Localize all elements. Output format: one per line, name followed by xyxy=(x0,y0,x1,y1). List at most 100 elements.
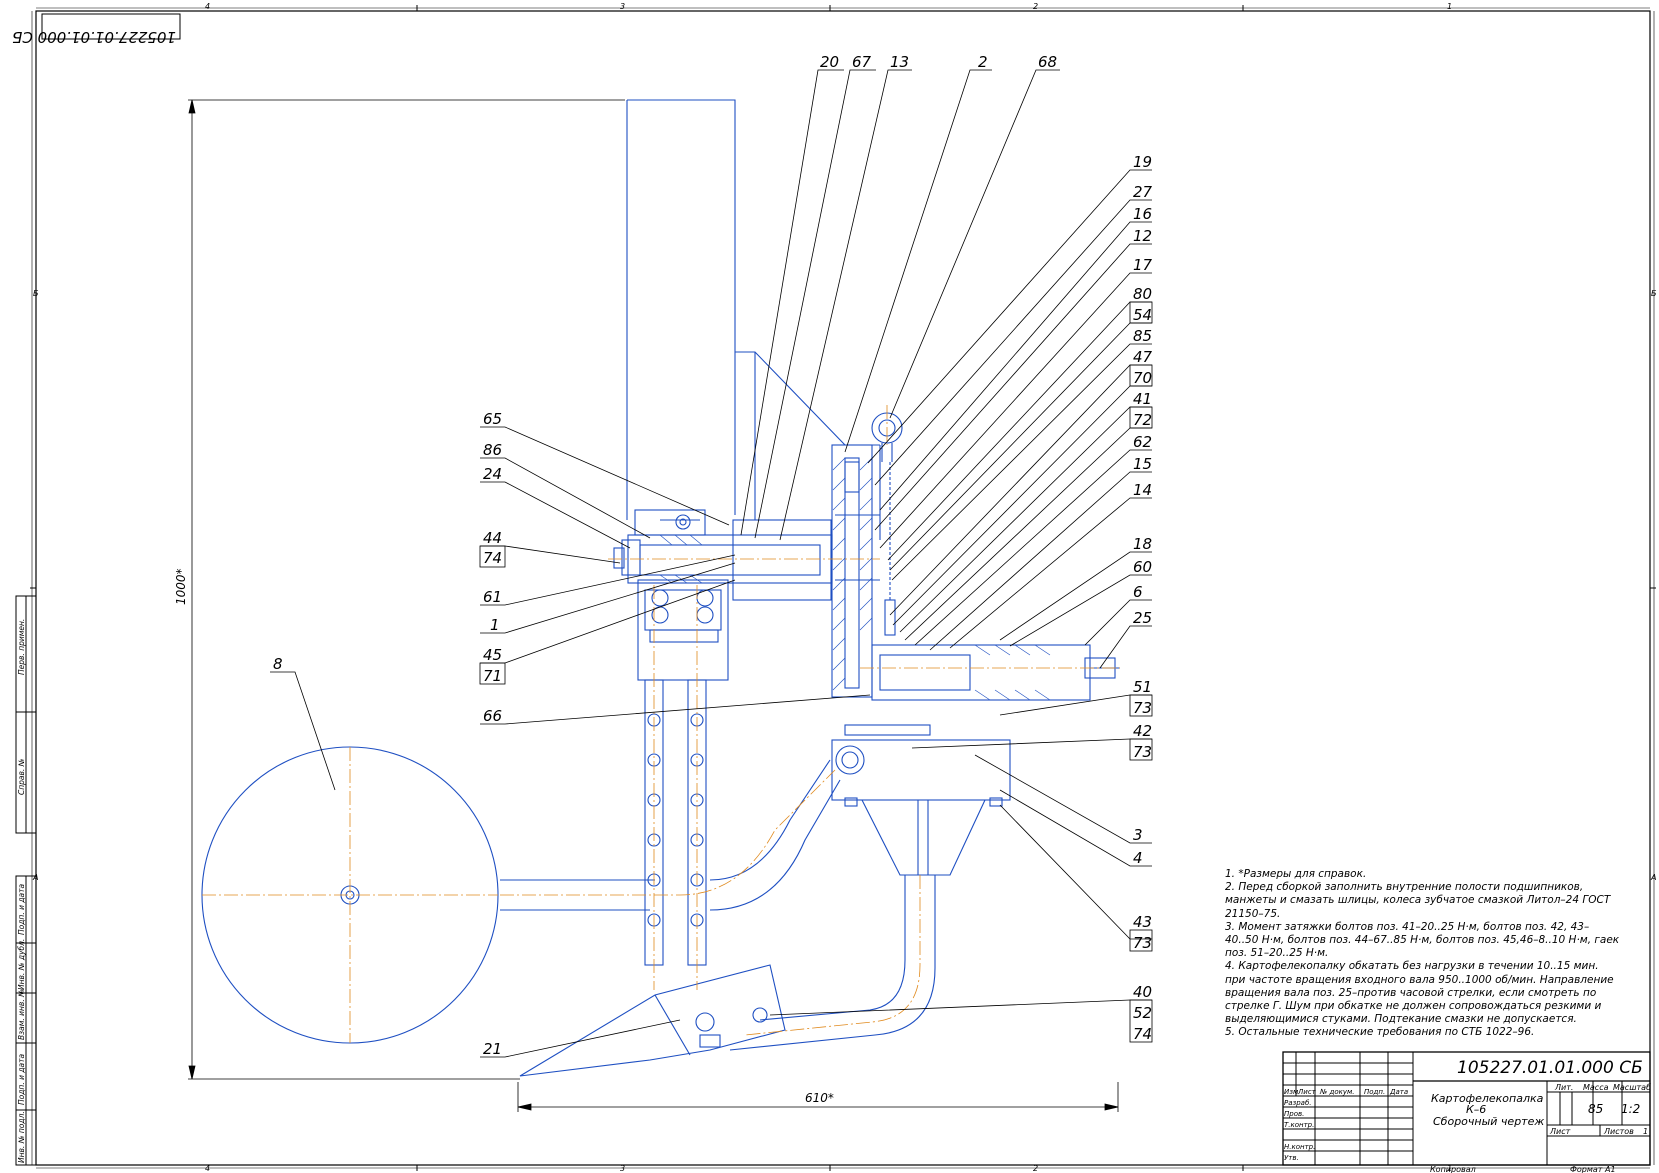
callout-21: 21 xyxy=(483,1040,502,1058)
title-scale-value: 1:2 xyxy=(1621,1102,1640,1116)
zone-bottom-1: 1 xyxy=(1447,1164,1452,1173)
title-role-utv: Утв. xyxy=(1284,1154,1299,1162)
callout-8: 8 xyxy=(273,655,283,673)
note-4: 4. Картофелекопалку обкатать без нагрузк… xyxy=(1225,960,1614,1026)
title-col-doc: № докум. xyxy=(1319,1088,1355,1096)
note-3: 3. Момент затяжки болтов поз. 41–20..25 … xyxy=(1225,920,1620,960)
side-strip-label: Подп. и дата xyxy=(17,1054,26,1105)
callout-6: 6 xyxy=(1133,583,1143,601)
zone-side-left-b: Б xyxy=(33,289,39,298)
zone-top-4: 4 xyxy=(205,2,210,11)
callout-15: 15 xyxy=(1133,455,1152,473)
designation-stamp-text: 105227.01.01.000 СБ xyxy=(12,28,176,46)
drawing-frame xyxy=(30,5,1656,1171)
dimension-height: 1000* xyxy=(174,568,188,605)
title-copied-label: Копировал xyxy=(1430,1165,1476,1173)
callout-27: 27 xyxy=(1133,183,1153,201)
callout-17: 17 xyxy=(1133,256,1153,274)
side-strip-label: Перв. примен. xyxy=(17,619,26,675)
callout-14: 14 xyxy=(1133,481,1152,499)
title-format-value: А1 xyxy=(1604,1165,1616,1173)
title-col-sign: Подп. xyxy=(1364,1088,1385,1096)
title-role-prov: Пров. xyxy=(1284,1110,1304,1118)
section-hatching xyxy=(659,457,1051,701)
callout-52: 52 xyxy=(1133,1004,1152,1022)
side-strip-label: Подп. и дата xyxy=(17,884,26,935)
side-strip-label: Инв. № дубл. xyxy=(17,939,26,990)
title-mass-label: Масса xyxy=(1583,1083,1609,1092)
callout-frames xyxy=(479,301,1153,1043)
callout-66: 66 xyxy=(483,707,502,725)
dimension-lines xyxy=(188,99,1119,1112)
side-strip-label: Справ. № xyxy=(17,758,26,795)
callout-40: 40 xyxy=(1133,983,1152,1001)
zone-top-1: 1 xyxy=(1447,2,1452,11)
callout-73a: 73 xyxy=(1133,699,1152,717)
callout-62: 62 xyxy=(1133,433,1152,451)
callout-1: 1 xyxy=(490,616,500,634)
callout-61: 61 xyxy=(483,588,502,606)
callout-12: 12 xyxy=(1133,227,1152,245)
callout-74: 74 xyxy=(1133,1025,1152,1043)
side-strip-label: Взам. инв. № xyxy=(17,989,26,1040)
callout-72: 72 xyxy=(1133,411,1152,429)
callout-60: 60 xyxy=(1133,558,1152,576)
callout-44: 44 xyxy=(483,529,502,547)
callout-70: 70 xyxy=(1133,369,1152,387)
callout-43: 43 xyxy=(1133,913,1152,931)
title-col-list: Лист xyxy=(1297,1088,1317,1096)
title-block xyxy=(1282,1051,1651,1166)
callout-71: 71 xyxy=(483,667,502,685)
designation-stamp: 105227.01.01.000 СБ xyxy=(12,13,181,46)
title-role-nkontr: Н.контр. xyxy=(1284,1143,1315,1151)
title-scale-label: Масштаб xyxy=(1613,1083,1651,1092)
title-role-razrab: Разраб. xyxy=(1284,1099,1312,1107)
side-strip xyxy=(15,595,37,1166)
callout-73b: 73 xyxy=(1133,743,1152,761)
callout-73c: 73 xyxy=(1133,934,1152,952)
zone-side-right-a: А xyxy=(1650,873,1656,882)
callout-80: 80 xyxy=(1133,285,1152,303)
callout-85: 85 xyxy=(1133,327,1152,345)
callout-54: 54 xyxy=(1133,306,1152,324)
dimension-width: 610* xyxy=(805,1091,834,1105)
callout-51: 51 xyxy=(1133,678,1152,696)
title-mass-value: 85 xyxy=(1588,1102,1603,1116)
callout-45: 45 xyxy=(483,646,502,664)
callout-86: 86 xyxy=(483,441,502,459)
zone-top-2: 2 xyxy=(1033,2,1038,11)
title-role-tkontr: Т.контр. xyxy=(1284,1121,1314,1129)
assembly-geometry xyxy=(201,99,1120,1077)
title-col-izm: Изм xyxy=(1284,1088,1299,1096)
callout-74-left: 74 xyxy=(483,549,502,567)
title-lit-label: Лит. xyxy=(1554,1083,1573,1092)
title-sheet-label: Лист xyxy=(1549,1127,1571,1136)
title-name-line2: К–6 xyxy=(1466,1103,1486,1116)
callout-20: 20 xyxy=(820,53,839,71)
title-col-date: Дата xyxy=(1389,1088,1408,1096)
callout-16: 16 xyxy=(1133,205,1152,223)
title-name-line1: Картофелекопалка xyxy=(1431,1092,1544,1105)
leader-lines xyxy=(270,69,1152,1058)
technical-notes: 1. *Размеры для справок. 2. Перед сборко… xyxy=(1225,868,1620,1040)
zone-top-3: 3 xyxy=(620,2,625,11)
side-strip-label: Инв. № подл. xyxy=(17,1111,26,1163)
zone-side-right-b: Б xyxy=(1651,289,1657,298)
centre-lines xyxy=(202,405,1120,1043)
title-sheets-value: 1 xyxy=(1643,1127,1648,1136)
callout-42: 42 xyxy=(1133,722,1152,740)
note-2: 2. Перед сборкой заполнить внутренние по… xyxy=(1225,881,1611,920)
callout-2: 2 xyxy=(978,53,988,71)
callout-18: 18 xyxy=(1133,535,1152,553)
callout-67: 67 xyxy=(852,53,872,71)
note-1: 1. *Размеры для справок. xyxy=(1225,868,1367,880)
callout-25: 25 xyxy=(1133,609,1152,627)
zone-labels: 4 3 2 1 4 3 2 1 Б Б А А xyxy=(32,2,1657,1173)
callout-65: 65 xyxy=(483,410,502,428)
callout-68: 68 xyxy=(1038,53,1057,71)
title-format-label: Формат xyxy=(1570,1165,1603,1173)
callout-24: 24 xyxy=(483,465,502,483)
callout-4: 4 xyxy=(1133,849,1143,867)
side-strip-labels: Перв. примен. Справ. № Подп. и дата Инв.… xyxy=(17,619,26,1163)
